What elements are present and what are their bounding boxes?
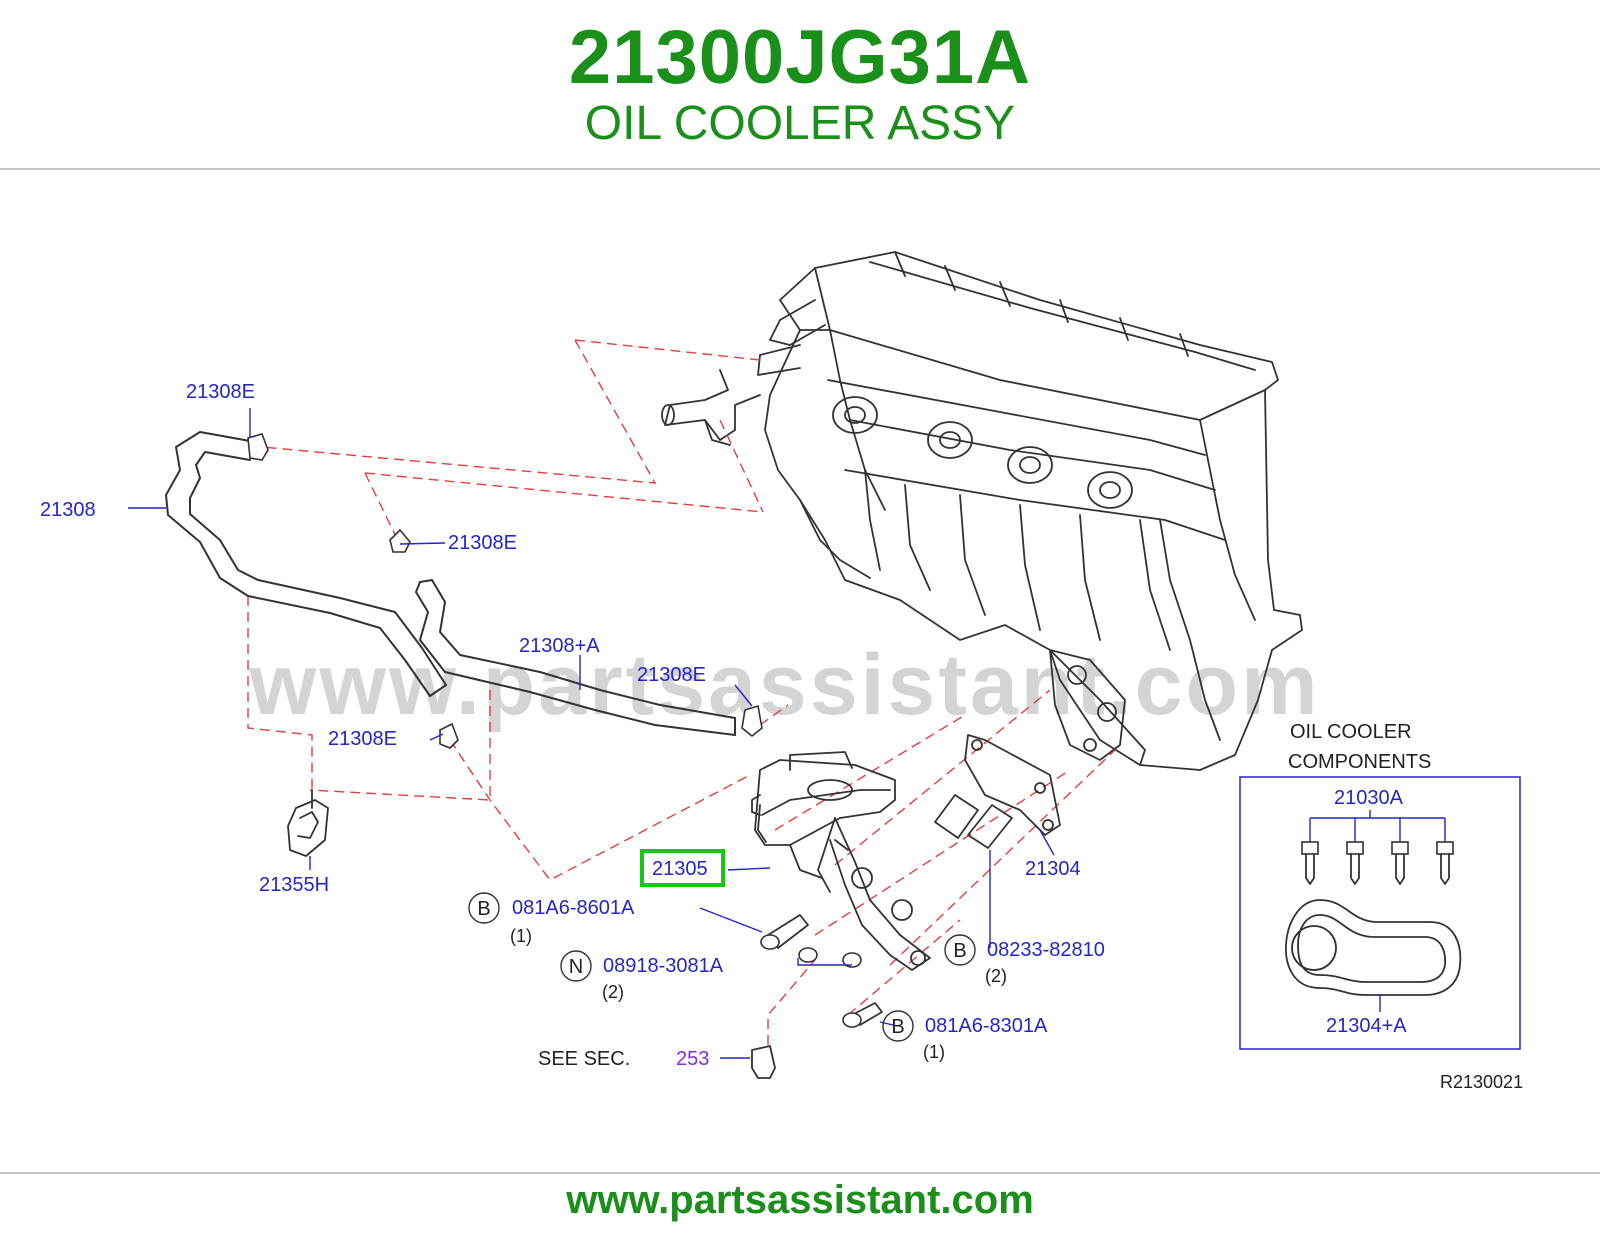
callout-21355h[interactable]: 21355H: [259, 874, 329, 896]
gasket-21304-icon: [964, 734, 1061, 836]
see-sec-label: SEE SEC.: [538, 1048, 630, 1070]
symbol-n: N: [569, 956, 583, 978]
symbol-b-circle-3: [882, 1010, 914, 1042]
bracket-21355h-icon: [287, 789, 329, 857]
gasket-ring-icon: [1285, 899, 1462, 996]
symbol-b-circle-2: [944, 934, 976, 966]
components-title-2: COMPONENTS: [1288, 751, 1431, 773]
figure-code: R2130021: [1440, 1072, 1523, 1092]
qty-081a6-8601a: (1): [510, 926, 532, 946]
nut-2-icon: [842, 952, 862, 968]
clamp-top-icon: [247, 433, 269, 461]
watermark: www.partsassistant.com: [248, 637, 1320, 733]
callout-081a6-8301a[interactable]: 081A6-8301A: [925, 1015, 1048, 1037]
components-title-1: OIL COOLER: [1290, 721, 1412, 743]
clamp-low-icon: [439, 722, 459, 749]
highlight-box: [640, 849, 725, 887]
callout-21308e-mid[interactable]: 21308E: [448, 532, 517, 554]
nut-1-icon: [798, 947, 818, 963]
callout-21308e-low[interactable]: 21308E: [328, 728, 397, 750]
oil-cooler-icon: [751, 751, 931, 971]
hose-clamps: [247, 433, 763, 749]
callout-21308e-top[interactable]: 21308E: [186, 381, 255, 403]
bolt-set-icons: [1301, 841, 1454, 885]
components-frame: [1239, 776, 1521, 1050]
symbol-b-3: B: [891, 1016, 904, 1038]
stud-icons: [934, 794, 1013, 849]
qty-081a6-8301a: (1): [923, 1042, 945, 1062]
reference-lines: [247, 339, 1116, 1045]
components-box: OIL COOLER COMPONENTS 21030A 21304+A: [1239, 721, 1521, 1050]
header: 21300JG31A OIL COOLER ASSY: [0, 0, 1600, 168]
callout-21030a[interactable]: 21030A: [1334, 787, 1404, 809]
clamp-right-icon: [741, 704, 763, 738]
qty-08233-82810: (2): [985, 966, 1007, 986]
callout-21304[interactable]: 21304: [1025, 858, 1081, 880]
callout-21308[interactable]: 21308: [40, 499, 96, 521]
part-name: OIL COOLER ASSY: [584, 97, 1016, 150]
footer-divider: [0, 1172, 1600, 1174]
see-sec-link[interactable]: 253: [676, 1048, 709, 1070]
symbol-b: B: [477, 898, 490, 920]
callout-21304-a[interactable]: 21304+A: [1326, 1015, 1407, 1037]
see-sec-part-icon: [751, 1045, 776, 1079]
callout-21308-a[interactable]: 21308+A: [519, 635, 600, 657]
callout-21308e-right[interactable]: 21308E: [637, 664, 706, 686]
part-number: 21300JG31A: [568, 15, 1032, 100]
callout-21305-highlighted[interactable]: 21305: [652, 858, 708, 880]
qty-08918-3081a: (2): [602, 982, 624, 1002]
symbol-n-circle: [560, 950, 592, 982]
coolant-hoses: [165, 431, 736, 736]
engine-block: [661, 251, 1303, 771]
callout-08918-3081a[interactable]: 08918-3081A: [603, 955, 724, 977]
footer-url[interactable]: www.partsassistant.com: [566, 1178, 1034, 1222]
callout-08233-82810[interactable]: 08233-82810: [987, 939, 1105, 961]
symbol-b-circle: [468, 892, 500, 924]
clamp-mid-icon: [389, 528, 411, 553]
callout-081a6-8601a[interactable]: 081A6-8601A: [512, 897, 635, 919]
symbol-b-2: B: [953, 940, 966, 962]
header-divider: [0, 168, 1600, 170]
leader-lines: [128, 408, 1055, 1059]
fastener-icons: [751, 914, 883, 1079]
